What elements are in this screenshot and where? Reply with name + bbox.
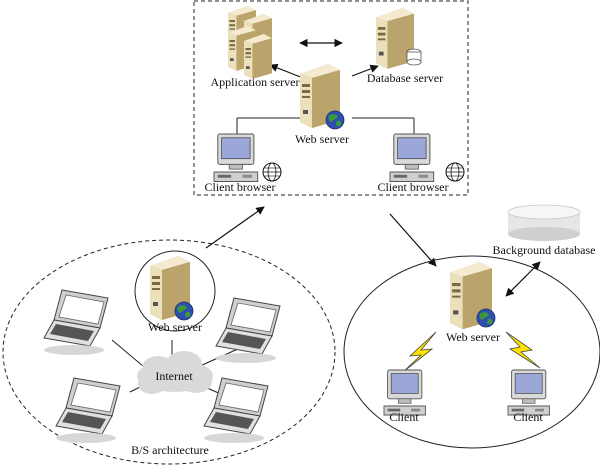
background-database-icon (507, 204, 581, 241)
web-db-arrow (505, 261, 541, 297)
top-system-boundary (193, 0, 469, 196)
database-server-icon (376, 8, 422, 69)
web-server-icon (150, 256, 194, 321)
bs-to-system-arrow (205, 206, 265, 249)
client-label: Client (389, 410, 419, 424)
system-to-cs-arrow (389, 213, 437, 267)
web-server-icon (300, 64, 345, 130)
client-browser-label: Client browser (205, 180, 276, 194)
client-browser-label: Client browser (378, 180, 449, 194)
lightning-icon (402, 331, 437, 373)
web-server-label: Web server (446, 330, 500, 344)
web-to-db-arrow (351, 64, 379, 77)
web-server-icon (450, 262, 496, 330)
lightning-icon (505, 331, 541, 369)
laptop-icon (55, 377, 121, 444)
web-to-app-arrow (269, 63, 304, 79)
database-server-label: Database server (367, 71, 443, 85)
application-server-label: Application server (211, 75, 300, 89)
laptop-icon (43, 289, 109, 356)
web-server-label: Web server (295, 132, 349, 146)
laptop-icon (215, 297, 281, 364)
application-server-icon (228, 6, 272, 79)
bs-architecture-label: B/S architecture (131, 443, 209, 457)
internet-cloud-icon (137, 351, 213, 394)
web-server-label: Web server (148, 320, 202, 334)
internet-label: Internet (155, 369, 193, 383)
client-label: Client (513, 410, 543, 424)
bs-architecture-boundary (2, 239, 336, 465)
web-server-highlight (134, 250, 216, 332)
laptop-icon (203, 377, 269, 444)
client-browser-icon (389, 133, 465, 182)
client-desktop-icon (383, 369, 426, 416)
cs-architecture-boundary (343, 255, 600, 449)
background-database-label: Background database (493, 243, 596, 257)
client-desktop-icon (507, 369, 550, 416)
client-browser-icon (213, 133, 282, 182)
